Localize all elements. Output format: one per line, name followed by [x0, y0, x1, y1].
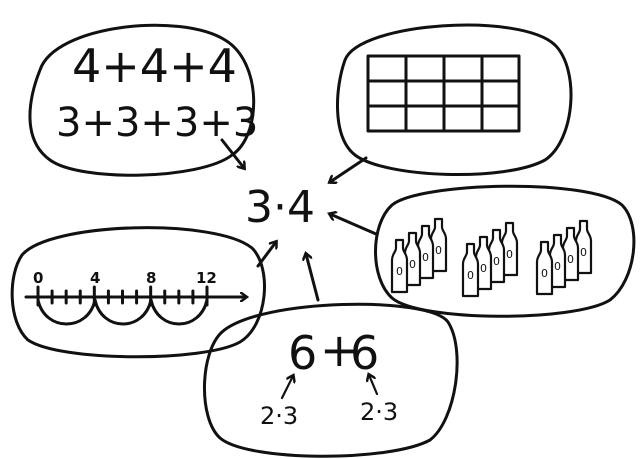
bottle-label: 0 — [541, 267, 548, 280]
bottle-label: 0 — [567, 253, 574, 266]
arrow-array-to-center — [330, 156, 368, 182]
repeated-addition-bubble: 4+4+4 3+3+3+3 — [28, 23, 258, 177]
doubles-right-sub: 2·3 — [360, 398, 398, 426]
number-line: 0 4 8 12 — [24, 269, 246, 326]
doubles-plus: + — [320, 323, 359, 377]
center-expression: 3·4 — [245, 182, 315, 233]
bottle-label: 0 — [435, 244, 442, 257]
array-grid — [366, 54, 521, 133]
bottle-icon — [535, 240, 554, 296]
bottle-label: 0 — [493, 255, 500, 268]
array-outline — [335, 23, 573, 177]
bottle-label: 0 — [580, 246, 587, 259]
doubles-left: 6 — [288, 326, 317, 380]
arrow-doubles-to-center — [306, 254, 320, 302]
bottle-icon — [461, 242, 480, 298]
bottle-label: 0 — [396, 265, 403, 278]
arrow-bottles-to-center — [330, 214, 378, 236]
bottle-label: 0 — [467, 269, 474, 282]
number-line-outline — [10, 226, 266, 359]
doubles-right: 6 — [350, 326, 379, 380]
doubles-left-sub: 2·3 — [260, 402, 298, 430]
bottle-icon — [416, 224, 435, 280]
bottle-label: 0 — [554, 260, 561, 273]
bottle-label: 0 — [506, 248, 513, 261]
jump-arc-2 — [93, 298, 153, 326]
tick-label-0: 0 — [33, 269, 43, 287]
arrow-addition-to-center — [220, 138, 244, 168]
jump-arc-1 — [36, 298, 97, 326]
tick-label-8: 8 — [146, 269, 156, 287]
arrow-number-line-to-center — [256, 242, 276, 268]
bottle-icon — [474, 235, 493, 291]
doubles-bubble: 6 + 6 2·3 2·3 — [203, 302, 459, 458]
array-bubble — [335, 23, 573, 177]
bottle-label: 0 — [422, 251, 429, 264]
tick-label-12: 12 — [196, 269, 217, 287]
jump-arc-3 — [149, 298, 209, 326]
bottle-icon — [548, 233, 567, 289]
number-line-ticks — [36, 285, 209, 307]
bottle-icon — [390, 238, 409, 294]
bottle-icon — [403, 231, 422, 287]
bottle-label: 0 — [480, 262, 487, 275]
bottle-icon — [500, 221, 519, 277]
repeated-addition-outline — [28, 23, 256, 177]
doubles-outline — [203, 302, 459, 458]
bottle-icon — [574, 219, 593, 275]
bottles-outline — [374, 184, 636, 318]
arrow-sub-right — [369, 375, 379, 396]
number-line-bubble: 0 4 8 12 — [10, 226, 266, 359]
bottle-icon — [487, 228, 506, 284]
bottle-icon — [561, 226, 580, 282]
bottle-icon — [429, 217, 448, 273]
tick-label-4: 4 — [90, 269, 100, 287]
addition-line-1: 4+4+4 — [72, 39, 237, 93]
arrow-sub-left — [280, 376, 293, 400]
bottle-label: 0 — [409, 258, 416, 271]
addition-line-2: 3+3+3+3 — [56, 100, 258, 146]
